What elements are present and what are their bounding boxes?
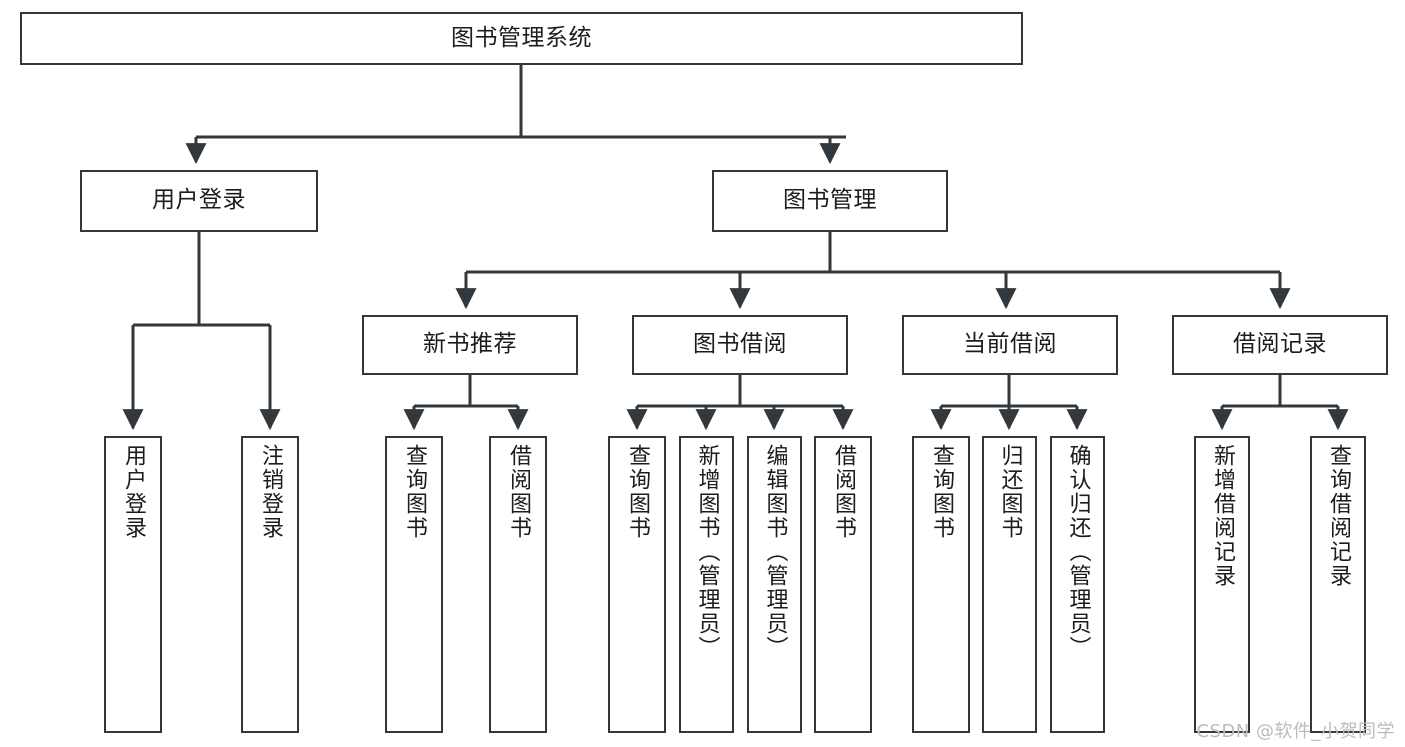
node-user-login-label: 用户登录: [152, 187, 246, 214]
node-leaf-user-login[interactable]: 用户登录: [104, 436, 162, 733]
node-leaf-borrow-book-2[interactable]: 借阅图书: [814, 436, 872, 733]
node-leaf-user-login-label: 用户登录: [121, 444, 146, 540]
node-book-manage-label: 图书管理: [783, 187, 877, 214]
node-book-manage[interactable]: 图书管理: [712, 170, 948, 232]
node-root[interactable]: 图书管理系统: [20, 12, 1023, 65]
node-current-borrow-label: 当前借阅: [963, 331, 1057, 358]
node-leaf-confirm-return[interactable]: 确认归还（管理员）: [1050, 436, 1105, 733]
node-leaf-query-record[interactable]: 查询借阅记录: [1310, 436, 1366, 733]
node-leaf-query-book-2-label: 查询图书: [625, 444, 650, 540]
node-leaf-logout[interactable]: 注销登录: [241, 436, 299, 733]
node-book-borrow[interactable]: 图书借阅: [632, 315, 848, 375]
node-leaf-logout-label: 注销登录: [258, 444, 283, 540]
node-leaf-add-record-label: 新增借阅记录: [1210, 444, 1235, 588]
node-borrow-record[interactable]: 借阅记录: [1172, 315, 1388, 375]
node-leaf-query-book-1[interactable]: 查询图书: [385, 436, 443, 733]
node-leaf-return-book[interactable]: 归还图书: [982, 436, 1037, 733]
node-new-book-recommend-label: 新书推荐: [423, 331, 517, 358]
node-leaf-borrow-book-1[interactable]: 借阅图书: [489, 436, 547, 733]
node-leaf-edit-book-label: 编辑图书（管理员）: [762, 444, 788, 660]
node-leaf-edit-book[interactable]: 编辑图书（管理员）: [747, 436, 802, 733]
watermark: CSDN @软件_小贺同学: [1196, 721, 1395, 742]
node-new-book-recommend[interactable]: 新书推荐: [362, 315, 578, 375]
node-leaf-confirm-return-label: 确认归还（管理员）: [1065, 444, 1091, 660]
node-root-label: 图书管理系统: [451, 24, 592, 51]
node-book-borrow-label: 图书借阅: [693, 331, 787, 358]
node-leaf-borrow-book-1-label: 借阅图书: [506, 444, 531, 540]
node-leaf-query-book-3-label: 查询图书: [929, 444, 954, 540]
node-leaf-query-book-1-label: 查询图书: [402, 444, 427, 540]
node-leaf-add-book[interactable]: 新增图书（管理员）: [679, 436, 734, 733]
node-user-login[interactable]: 用户登录: [80, 170, 318, 232]
node-leaf-borrow-book-2-label: 借阅图书: [831, 444, 856, 540]
node-current-borrow[interactable]: 当前借阅: [902, 315, 1118, 375]
node-leaf-query-book-2[interactable]: 查询图书: [608, 436, 666, 733]
node-leaf-add-record[interactable]: 新增借阅记录: [1194, 436, 1250, 733]
node-leaf-add-book-label: 新增图书（管理员）: [694, 444, 720, 660]
node-borrow-record-label: 借阅记录: [1233, 331, 1327, 358]
node-leaf-return-book-label: 归还图书: [997, 444, 1023, 540]
node-leaf-query-record-label: 查询借阅记录: [1326, 444, 1351, 588]
node-leaf-query-book-3[interactable]: 查询图书: [912, 436, 970, 733]
